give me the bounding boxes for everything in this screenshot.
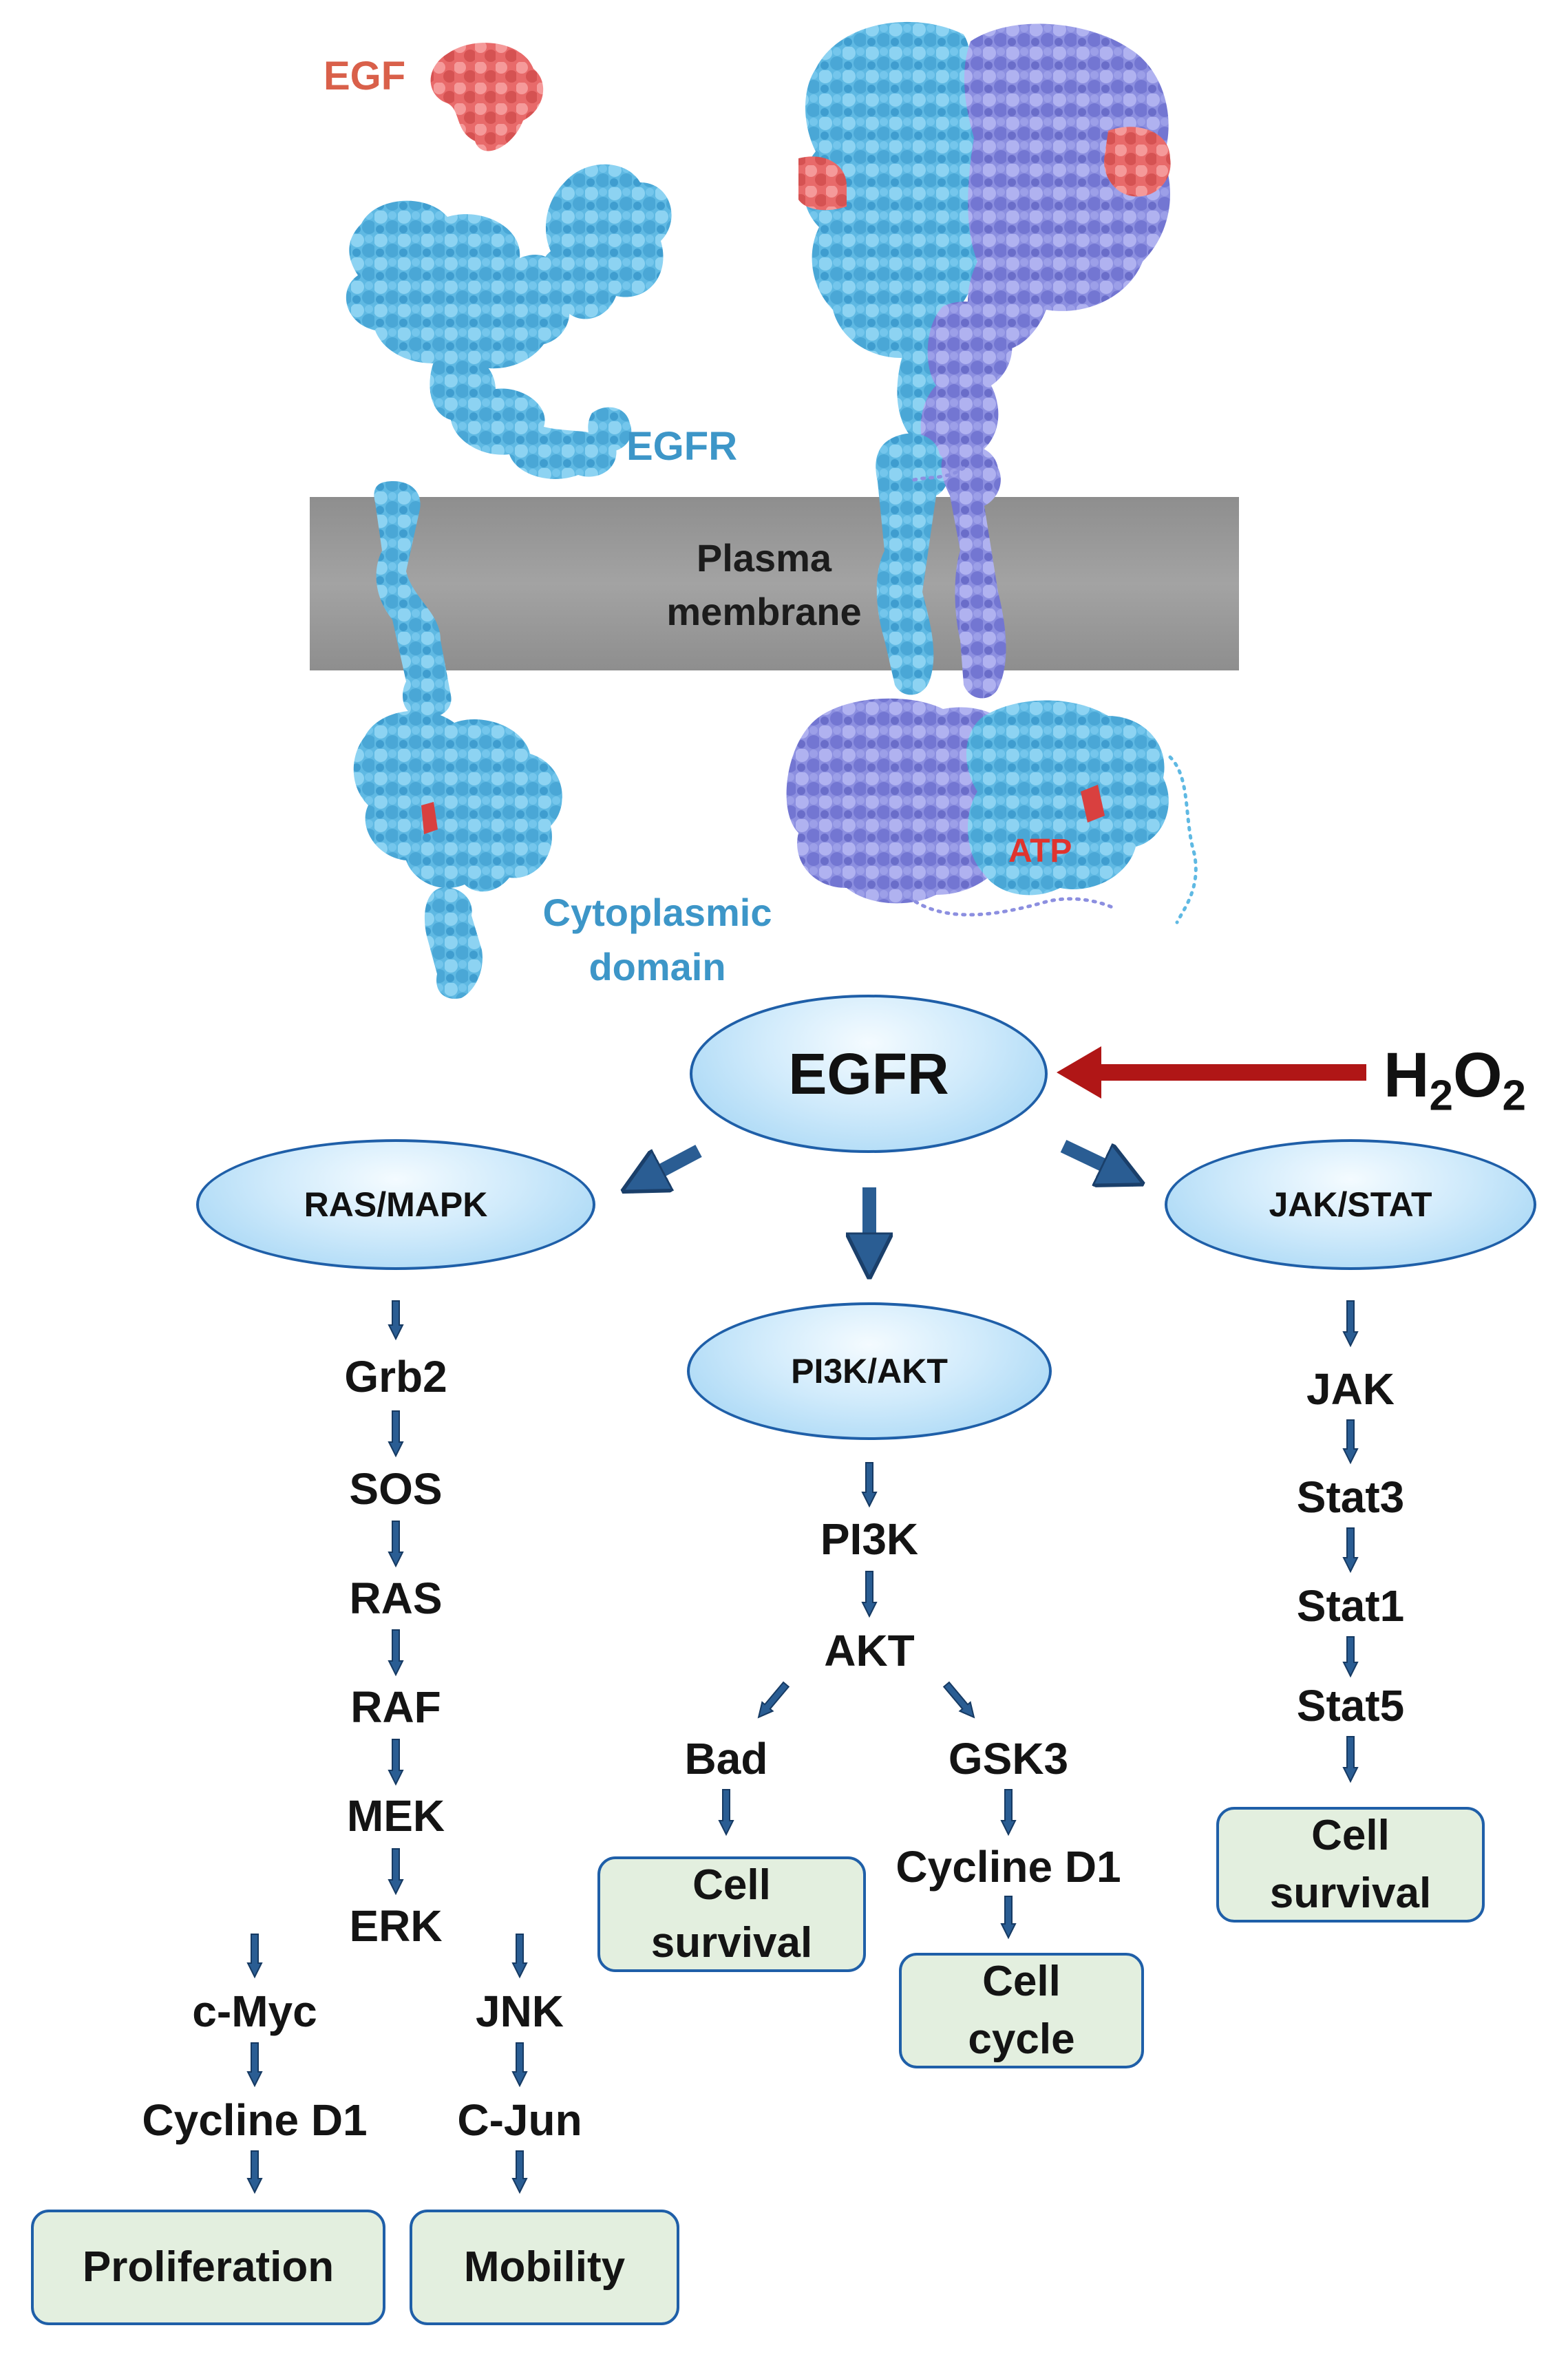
ras-mapk-node: RAS/MAPK <box>196 1139 595 1270</box>
cytoplasmic-label-line2: domain <box>589 945 725 988</box>
arrow-erk-jnk <box>511 1934 528 1979</box>
cytoplasmic-label-line1: Cytoplasmic <box>543 891 772 934</box>
c-jun-node: C-Jun <box>457 2095 582 2145</box>
egfr-structure-illustration: EGF EGFR Plasma membrane Cytoplasmic dom… <box>310 21 1239 999</box>
membrane-label-line2: membrane <box>666 590 861 633</box>
pi3k-node: PI3K <box>820 1514 919 1564</box>
arrow-jak-stat3 <box>1342 1419 1359 1465</box>
gsk3-node: GSK3 <box>948 1734 1069 1783</box>
arrow-stat1-stat5 <box>1342 1636 1359 1678</box>
sos-node: SOS <box>349 1464 443 1514</box>
pi3k-akt-node: PI3K/AKT <box>687 1302 1052 1440</box>
cell-survival-jak-line1: Cell <box>1311 1812 1390 1860</box>
egfr-structure-label: EGFR <box>626 424 737 469</box>
jnk-node: JNK <box>475 1987 564 2036</box>
cell-survival-bad-line2: survival <box>650 1919 813 1967</box>
c-myc-node: c-Myc <box>192 1987 317 2036</box>
arrow-bad-survival <box>718 1789 734 1836</box>
egfr-dimer <box>786 21 1198 924</box>
arrow-cyclined1-proliferation <box>246 2150 263 2194</box>
mek-node: MEK <box>346 1791 445 1841</box>
grb2-node: Grb2 <box>344 1352 447 1401</box>
arrow-sos-ras <box>388 1521 404 1568</box>
cell-cycle-line1: Cell <box>982 1958 1061 2006</box>
h2o2-arrow <box>1057 1046 1366 1099</box>
cycline-d1-ras-node: Cycline D1 <box>142 2095 368 2145</box>
arrow-stat3-stat1 <box>1342 1527 1359 1574</box>
cell-survival-jak-line2: survival <box>1269 1870 1432 1917</box>
arrow-ras-raf <box>388 1629 404 1677</box>
arrow-ras-grb2 <box>388 1300 404 1341</box>
arrow-cjun-mobility <box>511 2150 528 2194</box>
arrow-egfr-ras <box>630 1145 702 1187</box>
mobility-box: Mobility <box>410 2210 679 2325</box>
cell-survival-bad-box: Cell survival <box>597 1856 866 1972</box>
stat5-node: Stat5 <box>1296 1681 1405 1730</box>
stat3-node: Stat3 <box>1296 1472 1405 1522</box>
raf-node: RAF <box>350 1682 441 1732</box>
erk-node: ERK <box>349 1901 443 1951</box>
arrow-akt-gsk3 <box>942 1681 975 1719</box>
arrow-egfr-jak <box>1060 1139 1136 1180</box>
cell-survival-jak-box: Cell survival <box>1216 1807 1485 1923</box>
egf-ligand <box>430 43 544 151</box>
jak-stat-node: JAK/STAT <box>1165 1139 1536 1270</box>
arrow-erk-cmyc <box>246 1934 263 1979</box>
h2o2-stimulus: H2O2 <box>1384 1040 1526 1120</box>
cell-cycle-line2: cycle <box>968 2015 1075 2063</box>
arrow-pi3kakt-pi3k <box>861 1462 878 1508</box>
stat1-node: Stat1 <box>1296 1581 1405 1631</box>
arrow-jakstat-jak <box>1342 1300 1359 1348</box>
membrane-label-line1: Plasma <box>697 536 832 580</box>
egfr-node: EGFR <box>690 995 1048 1153</box>
arrow-gsk3-cyclined1 <box>1000 1789 1017 1836</box>
jak-node: JAK <box>1306 1364 1395 1414</box>
ras-node: RAS <box>349 1574 443 1623</box>
arrow-cyclined1-cellcycle <box>1000 1896 1017 1940</box>
akt-node: AKT <box>824 1626 915 1675</box>
arrow-akt-bad <box>757 1681 790 1719</box>
cell-cycle-box: Cell cycle <box>899 1953 1144 2068</box>
egfr-monomer <box>346 164 672 999</box>
arrow-cmyc-cyclined1 <box>246 2042 263 2088</box>
atp-label: ATP <box>1008 833 1072 869</box>
small-flow-arrows <box>246 1300 1359 2194</box>
plasma-membrane <box>310 497 1239 670</box>
arrow-raf-mek <box>388 1739 404 1786</box>
egf-label: EGF <box>324 54 405 98</box>
arrow-jnk-cjun <box>511 2042 528 2088</box>
arrow-pi3k-akt <box>861 1571 878 1618</box>
bad-node: Bad <box>684 1734 768 1783</box>
arrow-mek-erk <box>388 1848 404 1896</box>
cell-survival-bad-line1: Cell <box>692 1861 771 1909</box>
cycline-d1-akt-node: Cycline D1 <box>896 1842 1121 1892</box>
arrow-grb2-sos <box>388 1410 404 1458</box>
arrow-stat5-survival <box>1342 1736 1359 1783</box>
proliferation-box: Proliferation <box>31 2210 385 2325</box>
